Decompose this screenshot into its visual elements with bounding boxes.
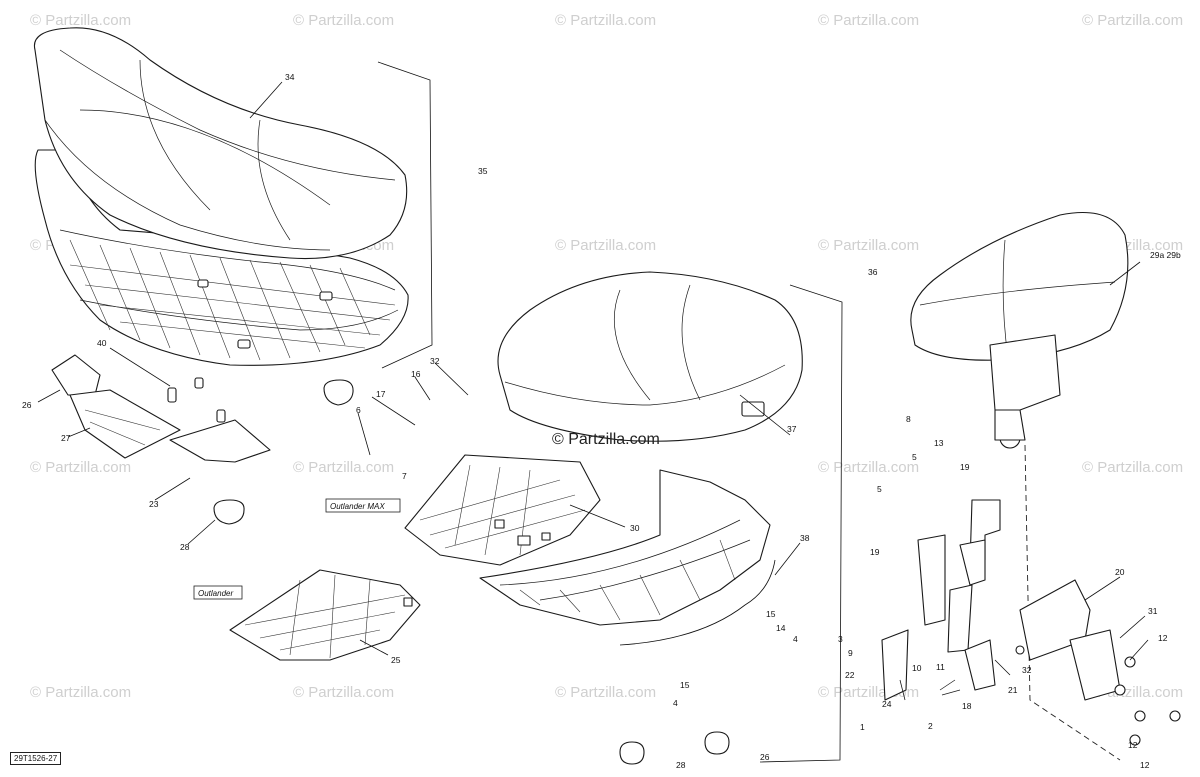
callout-28: 28	[180, 542, 190, 552]
callout-5: 5	[912, 452, 917, 462]
callout-23: 23	[149, 499, 159, 509]
watermark: © Partzilla.com	[818, 237, 919, 254]
front-seat-cushion	[33, 27, 408, 260]
callout-29a-29b: 29a 29b	[1150, 250, 1181, 260]
callout-17: 17	[376, 389, 386, 399]
callout-8: 8	[906, 414, 911, 424]
std-footrest	[229, 569, 421, 661]
callout-34: 34	[285, 72, 295, 82]
callout-20: 20	[1115, 567, 1125, 577]
callout-32: 32	[1022, 665, 1032, 675]
axis-dash	[1024, 444, 1121, 761]
rear-seat-base	[479, 469, 776, 646]
callout-32: 32	[430, 356, 440, 366]
backrest-pad	[910, 211, 1129, 449]
watermark: © Partzilla.com	[30, 684, 131, 701]
callout-4: 4	[793, 634, 798, 644]
model-label-standard-text: Outlander	[198, 589, 233, 598]
callout-40: 40	[97, 338, 107, 348]
small-parts-left	[51, 354, 354, 525]
watermark: © Partzilla.com	[818, 459, 919, 476]
callout-4: 4	[673, 698, 678, 708]
callout-31: 31	[1148, 606, 1158, 616]
callout-5: 5	[877, 484, 882, 494]
callout-numbers: 34 35 36 37 40 26 27 23 28 32 16 17 6 7 …	[22, 72, 1181, 770]
watermark: © Partzilla.com	[293, 12, 394, 29]
callout-26: 26	[760, 752, 770, 762]
callout-26: 26	[22, 400, 32, 410]
watermark: © Partzilla.com	[1082, 12, 1183, 29]
callout-15: 15	[680, 680, 690, 690]
callout-38: 38	[800, 533, 810, 543]
callout-3: 3	[838, 634, 843, 644]
callout-19: 19	[960, 462, 970, 472]
watermark: © Partzilla.com	[818, 12, 919, 29]
callout-27: 27	[61, 433, 71, 443]
callout-21: 21	[1008, 685, 1018, 695]
model-label-standard: Outlander	[193, 585, 243, 600]
callout-16: 16	[411, 369, 421, 379]
model-label-max: Outlander MAX	[325, 498, 401, 513]
callout-12: 12	[1128, 740, 1138, 750]
callout-2: 2	[928, 721, 933, 731]
model-label-max-text: Outlander MAX	[330, 502, 385, 511]
callout-30: 30	[630, 523, 640, 533]
callout-28: 28	[676, 760, 686, 770]
callout-9: 9	[848, 648, 853, 658]
max-footrest	[404, 454, 601, 566]
callout-24: 24	[882, 699, 892, 709]
rear-seat-cushion	[497, 271, 803, 442]
diagram-reference-code: 29T1526-27	[10, 752, 62, 765]
callout-13: 13	[934, 438, 944, 448]
callout-1: 1	[860, 722, 865, 732]
assembly-bracket-36	[759, 284, 843, 763]
callout-18: 18	[962, 701, 972, 711]
watermark: © Partzilla.com	[293, 459, 394, 476]
callout-36: 36	[868, 267, 878, 277]
watermark: © Partzilla.com	[30, 12, 131, 29]
callout-10: 10	[912, 663, 922, 673]
assembly-bracket-35	[377, 61, 433, 369]
callout-11: 11	[936, 662, 945, 672]
bottom-bushings	[619, 731, 730, 765]
watermark: © Partzilla.com	[555, 12, 656, 29]
callout-12: 12	[1158, 633, 1168, 643]
callout-22: 22	[845, 670, 855, 680]
watermark: © Partzilla.com	[555, 684, 656, 701]
callout-6: 6	[356, 405, 361, 415]
callout-12: 12	[1140, 760, 1150, 770]
callout-14: 14	[776, 623, 786, 633]
backrest-hardware	[881, 499, 1181, 746]
watermark: © Partzilla.com	[30, 459, 131, 476]
callout-25: 25	[391, 655, 401, 665]
callout-7: 7	[402, 471, 407, 481]
watermark: © Partzilla.com	[1082, 459, 1183, 476]
center-watermark: © Partzilla.com	[552, 431, 660, 448]
callout-37: 37	[787, 424, 797, 434]
watermark: © Partzilla.com	[555, 237, 656, 254]
callout-15: 15	[766, 609, 776, 619]
callout-19: 19	[870, 547, 880, 557]
callout-35: 35	[478, 166, 488, 176]
watermark: © Partzilla.com	[293, 684, 394, 701]
leader-lines	[37, 81, 1149, 701]
